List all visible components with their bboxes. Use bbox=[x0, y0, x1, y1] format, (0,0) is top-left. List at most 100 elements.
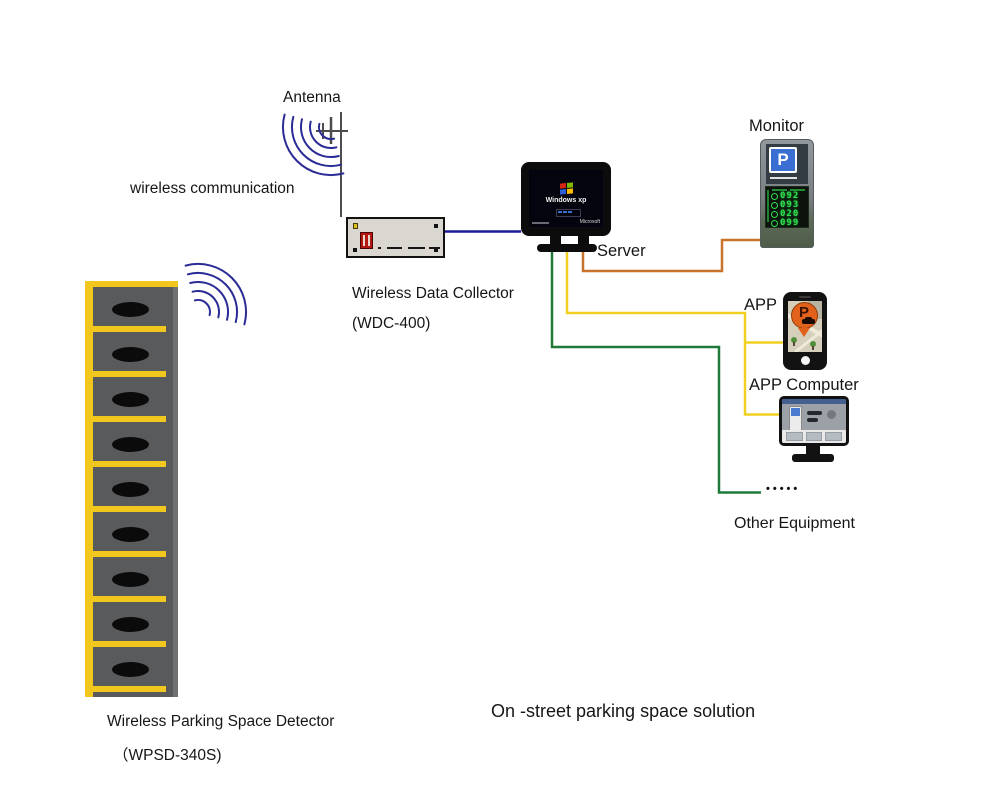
lane-marking-bar bbox=[85, 686, 166, 692]
app-smartphone: P bbox=[783, 292, 827, 370]
computer-stand-base bbox=[792, 454, 834, 462]
screw-icon bbox=[353, 248, 357, 252]
port-slot bbox=[429, 247, 440, 249]
server-stand-leg bbox=[550, 236, 561, 245]
detector-edge-highlight bbox=[173, 281, 178, 697]
app-computer-monitor bbox=[779, 396, 849, 446]
collector-led bbox=[353, 223, 358, 229]
wireless-parking-space-detector bbox=[85, 281, 178, 697]
cable-server-to-apps bbox=[565, 247, 779, 416]
boot-footer-text bbox=[532, 222, 549, 224]
screw-icon bbox=[434, 224, 438, 228]
wireless-data-collector-device bbox=[346, 217, 445, 258]
parking-sensor-cell bbox=[85, 467, 178, 512]
led-ring-icon bbox=[771, 219, 778, 227]
cable-server-to-other bbox=[550, 247, 761, 494]
sensor-dot bbox=[112, 617, 149, 633]
antenna-wireless-waves-icon bbox=[281, 113, 345, 177]
parking-sensor-cell bbox=[85, 332, 178, 377]
diagram-title: On -street parking space solution bbox=[491, 701, 756, 721]
server-stand-leg bbox=[578, 236, 589, 245]
collector-model-label: (WDC-400) bbox=[352, 315, 431, 332]
led-ring-icon bbox=[771, 201, 778, 209]
webpage-phone-mockup bbox=[789, 406, 802, 434]
sensor-dot bbox=[112, 392, 149, 408]
webpage-badge bbox=[827, 410, 836, 419]
led-row: 092 bbox=[771, 192, 808, 201]
other-equipment-dots: ••••• bbox=[766, 483, 801, 495]
webpage-thumbnails bbox=[782, 430, 846, 443]
lane-marking-bar bbox=[85, 596, 166, 602]
detector-top-marking bbox=[85, 281, 178, 287]
parking-sensor-cell bbox=[85, 602, 178, 647]
app-computer-label: APP Computer bbox=[749, 376, 859, 394]
map-tree-icon bbox=[810, 341, 816, 350]
sensor-dot bbox=[112, 572, 149, 588]
detector-wireless-waves-icon bbox=[184, 262, 248, 326]
app-label: APP bbox=[744, 296, 778, 314]
webpage-button bbox=[807, 418, 818, 422]
server-monitor: Windows xp Microsoft bbox=[521, 162, 611, 236]
screw-icon bbox=[434, 248, 438, 252]
sensor-dot bbox=[112, 302, 149, 318]
port-slot bbox=[378, 247, 381, 249]
led-count-value: 093 bbox=[780, 200, 800, 210]
phone-map-screen: P bbox=[788, 301, 822, 352]
phone-home-button bbox=[801, 356, 810, 365]
os-name-text: Windows xp bbox=[545, 197, 587, 204]
windows-logo-icon bbox=[560, 182, 573, 195]
led-row: 020 bbox=[771, 209, 808, 219]
parking-sensor-cell bbox=[85, 647, 178, 692]
lane-marking-bar bbox=[85, 461, 166, 467]
parking-sign: P bbox=[769, 147, 797, 173]
led-row: 099 bbox=[771, 219, 808, 227]
led-header bbox=[772, 189, 805, 191]
lane-marking-bar bbox=[85, 416, 166, 422]
port-slot bbox=[387, 247, 402, 249]
other-equipment-label: Other Equipment bbox=[734, 515, 855, 532]
parking-sensor-cell bbox=[85, 287, 178, 332]
led-side-text bbox=[767, 190, 769, 222]
boot-progress-bar bbox=[556, 209, 581, 217]
parking-sensor-cell bbox=[85, 512, 178, 557]
pin-letter: P bbox=[799, 304, 810, 321]
detector-left-marking bbox=[85, 281, 93, 697]
parking-sensor-cell bbox=[85, 557, 178, 602]
car-icon bbox=[802, 317, 815, 324]
led-ring-icon bbox=[771, 210, 778, 218]
led-ring-icon bbox=[771, 192, 778, 200]
lane-marking-bar bbox=[85, 326, 166, 332]
sensor-dot bbox=[112, 482, 149, 498]
server-stand-base bbox=[537, 244, 597, 252]
port-slot bbox=[408, 247, 425, 249]
monitor-label: Monitor bbox=[749, 117, 805, 135]
wireless-communication-label: wireless communication bbox=[130, 180, 295, 197]
server-label: Server bbox=[597, 242, 646, 260]
webpage-button bbox=[807, 411, 822, 415]
led-row: 093 bbox=[771, 200, 808, 210]
monitor-top-panel: P bbox=[766, 144, 808, 184]
antenna-icon bbox=[316, 112, 348, 217]
parking-sensor-cell bbox=[85, 377, 178, 422]
phone-speaker-icon bbox=[799, 296, 811, 298]
led-count-value: 020 bbox=[780, 209, 800, 219]
parking-pin-icon: P bbox=[791, 302, 818, 329]
detector-name-label: Wireless Parking Space Detector bbox=[107, 713, 335, 730]
sign-underline bbox=[770, 177, 797, 179]
lane-marking-bar bbox=[85, 551, 166, 557]
sensor-dot bbox=[112, 527, 149, 543]
sensor-dot bbox=[112, 662, 149, 678]
dip-switch-icon bbox=[360, 232, 373, 249]
led-count-value: 099 bbox=[780, 218, 800, 228]
detector-model-label: （WPSD-340S) bbox=[113, 747, 222, 764]
computer-stand-neck bbox=[806, 446, 820, 455]
pin-pointer bbox=[798, 328, 810, 337]
vendor-text: Microsoft bbox=[579, 219, 600, 225]
lane-marking-bar bbox=[85, 641, 166, 647]
detector-cells bbox=[85, 287, 178, 692]
antenna-label: Antenna bbox=[283, 89, 341, 106]
